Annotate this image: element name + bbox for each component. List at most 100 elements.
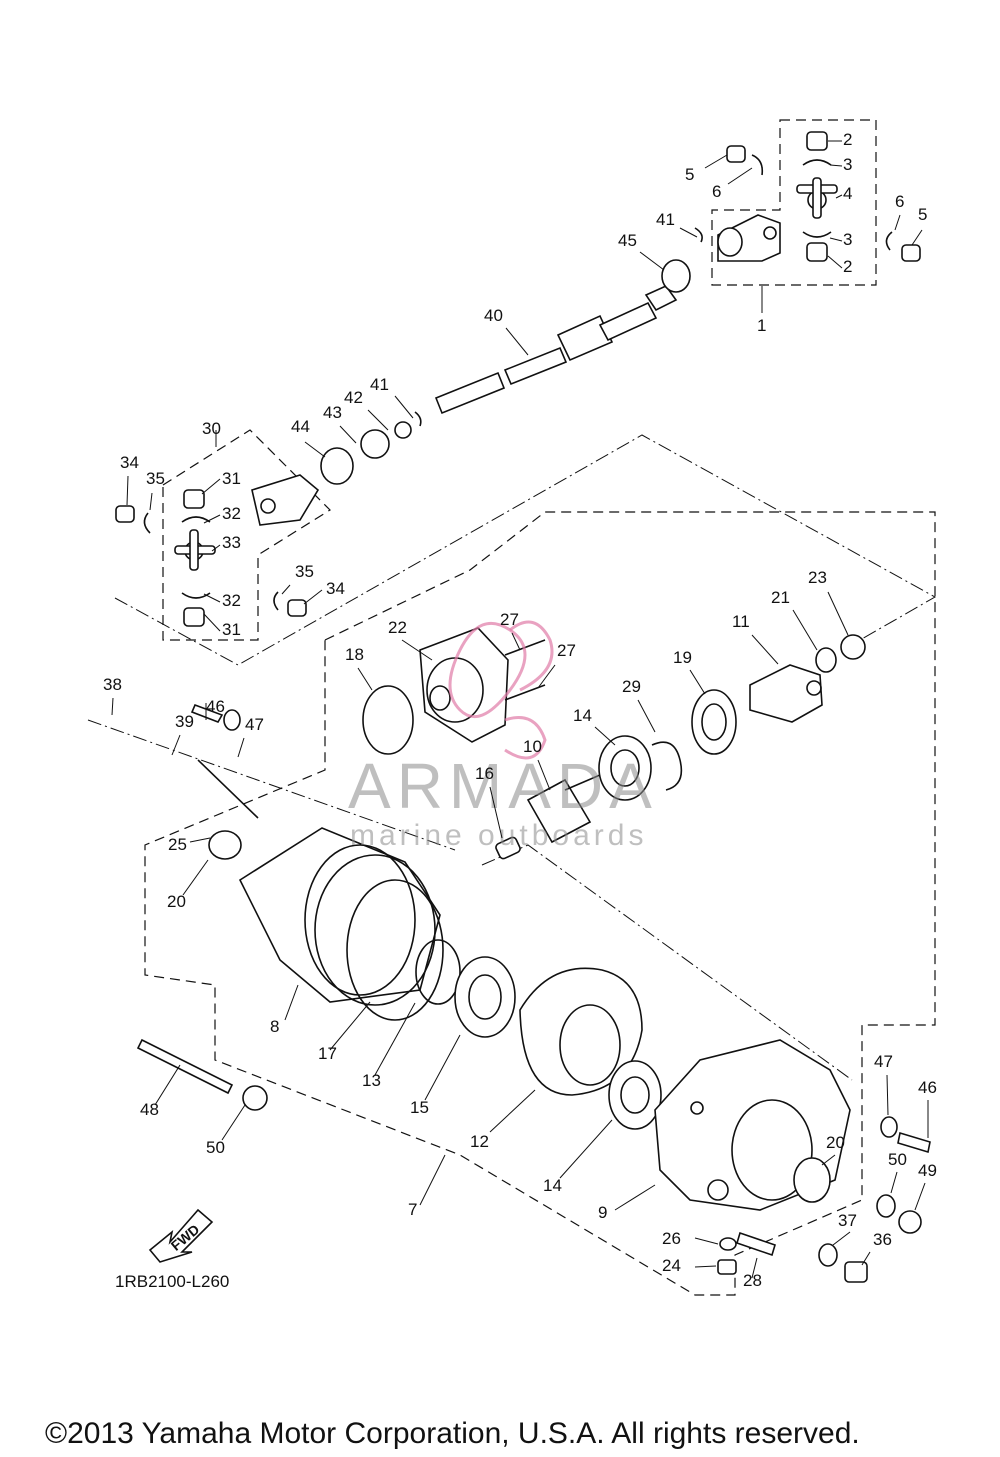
- leader-line: [792, 609, 818, 651]
- leader-line: [221, 1104, 246, 1141]
- callout-number: 2: [843, 257, 852, 276]
- leader-line: [304, 441, 326, 458]
- leader-line: [201, 478, 221, 495]
- callout-number: 38: [103, 675, 122, 694]
- callout-number: 4: [843, 184, 852, 203]
- leader-line: [394, 395, 414, 419]
- leader-line: [639, 251, 665, 271]
- watermark-tagline: marine outboards: [350, 819, 647, 852]
- callout-number: 6: [712, 182, 721, 201]
- leader-line: [886, 1074, 889, 1116]
- leader-line: [489, 1089, 536, 1133]
- group-30-boundary: [162, 429, 331, 641]
- reference-line-upper: [114, 434, 937, 666]
- callout-number: 48: [140, 1100, 159, 1119]
- bearing-housing-22: [362, 627, 546, 755]
- callout-number: 34: [120, 453, 139, 472]
- callout-number: 27: [557, 641, 576, 660]
- leader-line: [424, 1034, 461, 1101]
- leader-line: [203, 613, 221, 632]
- leader-line: [911, 229, 923, 246]
- callout-number: 22: [388, 618, 407, 637]
- leader-line: [489, 786, 503, 839]
- leader-line: [829, 237, 843, 242]
- callout-number: 20: [826, 1133, 845, 1152]
- callout-number: 25: [168, 835, 187, 854]
- callout-number: 42: [344, 388, 363, 407]
- callout-number: 28: [743, 1271, 762, 1290]
- callout-number: 44: [291, 417, 310, 436]
- callout-number: 50: [888, 1150, 907, 1169]
- leader-line: [171, 734, 181, 756]
- callout-number: 2: [843, 130, 852, 149]
- ring-gear-and-bearings: [415, 939, 662, 1130]
- leader-line: [751, 634, 779, 665]
- leader-line: [694, 1265, 717, 1268]
- leader-line: [126, 475, 129, 506]
- leader-line: [861, 1251, 871, 1266]
- copyright-notice: ©2013 Yamaha Motor Corporation, U.S.A. A…: [45, 1417, 860, 1450]
- leader-line: [189, 837, 211, 843]
- leader-line: [154, 1064, 181, 1106]
- leader-line: [827, 255, 843, 269]
- callout-number: 37: [838, 1211, 857, 1230]
- callout-number: 33: [222, 533, 241, 552]
- leader-line: [182, 859, 209, 896]
- leader-line: [914, 1182, 926, 1211]
- callout-number: 5: [685, 165, 694, 184]
- leader-line: [281, 584, 291, 595]
- leader-line: [614, 1184, 656, 1211]
- callout-number: 23: [808, 568, 827, 587]
- reference-line-shaft: [87, 719, 456, 851]
- leader-line: [679, 227, 698, 238]
- callout-number: 36: [873, 1230, 892, 1249]
- leader-line: [537, 759, 551, 791]
- callout-number: 14: [573, 706, 592, 725]
- callout-number: 46: [918, 1078, 937, 1097]
- leader-line: [339, 425, 357, 444]
- leader-line: [890, 1171, 898, 1194]
- leader-line: [111, 697, 114, 716]
- leader-line: [329, 1001, 371, 1051]
- callout-number: 30: [202, 419, 221, 438]
- leader-line: [505, 327, 529, 356]
- leader-line: [689, 669, 706, 695]
- callout-number: 9: [598, 1203, 607, 1222]
- leader-line: [374, 1002, 416, 1076]
- fasteners: [136, 703, 931, 1283]
- callout-number: 15: [410, 1098, 429, 1117]
- callout-number: 31: [222, 620, 241, 639]
- reference-line-lower: [481, 844, 853, 1081]
- callout-number: 1: [757, 316, 766, 335]
- leader-line: [511, 632, 521, 651]
- leader-line: [821, 1154, 836, 1166]
- leader-line: [835, 194, 843, 199]
- universal-joint-top: [717, 131, 921, 313]
- callout-number: 12: [470, 1132, 489, 1151]
- callout-number: 47: [874, 1052, 893, 1071]
- callout-number: 40: [484, 306, 503, 325]
- callout-number: 43: [323, 403, 342, 422]
- leader-line: [203, 593, 221, 603]
- leader-line: [704, 154, 728, 169]
- callout-number: 10: [523, 737, 542, 756]
- leader-lines: [111, 140, 929, 1279]
- leader-line: [537, 664, 556, 689]
- group-1-boundary: [711, 119, 877, 286]
- fwd-arrow-icon: FWD: [148, 1208, 214, 1263]
- callout-number: 20: [167, 892, 186, 911]
- callout-number: 13: [362, 1071, 381, 1090]
- leader-line: [751, 1257, 758, 1279]
- callout-number: 29: [622, 677, 641, 696]
- callout-number: 32: [222, 504, 241, 523]
- leader-line: [594, 726, 616, 746]
- pinion-gear-assembly: [495, 634, 866, 860]
- callout-number: 16: [475, 764, 494, 783]
- callout-number: 26: [662, 1229, 681, 1248]
- callout-number: 3: [843, 230, 852, 249]
- callout-number: 50: [206, 1138, 225, 1157]
- callout-number: 35: [295, 562, 314, 581]
- leader-line: [149, 492, 153, 511]
